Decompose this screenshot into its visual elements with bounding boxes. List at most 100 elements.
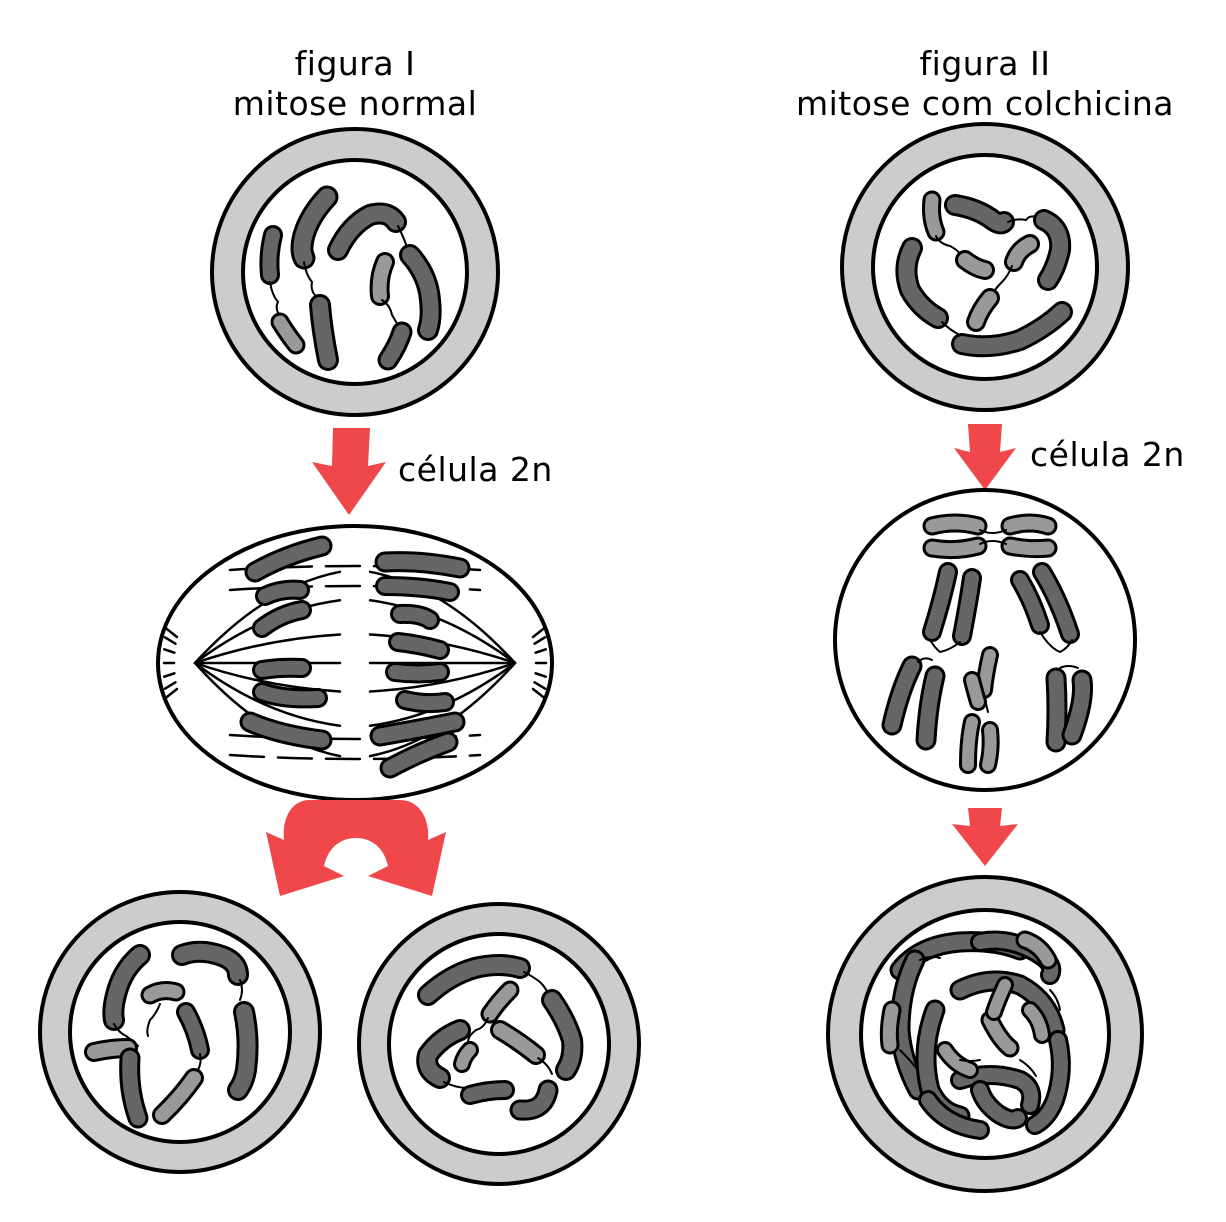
chromosome [460, 1080, 515, 1105]
aster-ray [533, 681, 547, 690]
figure-2-arrow-label: célula 2n [1030, 435, 1185, 474]
chromatin-thread [959, 1059, 981, 1062]
chromosome [152, 1068, 204, 1125]
chromosome [922, 562, 958, 642]
figure-2-subtitle: mitose com colchicina [795, 84, 1175, 123]
chromosome [327, 202, 407, 261]
figure-1-spindle-chromosomes [239, 535, 471, 779]
chromosome [979, 721, 1000, 774]
chromosome [955, 250, 995, 280]
chromosome [252, 657, 312, 680]
chromosome [140, 981, 186, 1005]
aster-ray [163, 636, 177, 645]
chromosome [390, 603, 440, 630]
chromosome [975, 646, 999, 699]
figure-2-dividing-chromosomes [881, 513, 1093, 774]
chromosome [490, 1020, 546, 1065]
spindle-fiber [368, 599, 517, 665]
chromosome [309, 294, 339, 371]
chromosome [1032, 562, 1080, 644]
chromatin-thread [1039, 631, 1073, 654]
chromatin-thread [537, 1057, 553, 1075]
aster-ray [164, 627, 179, 639]
chromosome [375, 576, 460, 602]
chromosome [1000, 536, 1058, 559]
chromosome [949, 970, 1066, 1041]
chromatin-thread [929, 639, 961, 654]
chromosome [1025, 1030, 1071, 1135]
figure-2-arrow-down-2 [952, 808, 1018, 866]
figure-1-subtitle: mitose normal [232, 84, 478, 123]
chromatin-thread [239, 979, 243, 1001]
spindle-fiber [368, 661, 517, 693]
chromosome [879, 1000, 902, 1055]
figure-1-parent-cell [210, 127, 500, 417]
chromosome [918, 1090, 990, 1140]
chromosome [102, 944, 151, 1031]
chromatin-thread [983, 693, 989, 713]
chromosome [915, 665, 946, 751]
chromosome [1004, 234, 1040, 272]
figure-1-arrow-label: célula 2n [398, 450, 553, 489]
figure-2-polyploid-chromosomes [879, 930, 1071, 1140]
chromosome [416, 1019, 471, 1089]
chromosome [453, 1041, 479, 1073]
aster-ray [534, 672, 548, 678]
chromatin-thread [467, 1017, 489, 1043]
figure-1-title: figura I [294, 44, 416, 83]
chromosome [259, 225, 283, 285]
aster-ray [531, 687, 546, 699]
chromatin-thread [303, 261, 319, 299]
chromosome [952, 568, 982, 646]
aster-ray [533, 636, 547, 645]
chromosome [985, 976, 1014, 1021]
figure-2-arrow-down-1 [954, 424, 1016, 490]
chromosome [399, 244, 442, 341]
chromosome [922, 513, 988, 536]
chromosome [255, 579, 310, 606]
chromosome [227, 1001, 259, 1101]
chromatin-thread [979, 540, 1007, 545]
chromosome [480, 980, 520, 1024]
chromosome [252, 682, 328, 709]
chromosome [509, 1079, 559, 1121]
figure-1-parent-chromosomes [259, 185, 442, 371]
figure-2-parent-chromosomes [895, 190, 1073, 358]
chromosome [980, 1010, 1020, 1058]
chromosome [369, 252, 395, 306]
aster-ray [534, 648, 548, 654]
chromosome [171, 940, 249, 986]
chromosome [369, 711, 466, 747]
chromosome [244, 535, 333, 583]
figure-1-daughter-right-chromosomes [416, 954, 584, 1121]
chromatin-thread [146, 1003, 161, 1037]
chromosome [84, 1038, 138, 1062]
chromosome [119, 1047, 149, 1129]
chromosome [1021, 1001, 1051, 1044]
chromosome [1061, 669, 1093, 746]
chromosome [966, 288, 1000, 332]
chromosome [1010, 570, 1050, 635]
figure-1-arrow-down [312, 428, 386, 515]
chromatin-thread [197, 1053, 202, 1071]
chromosome [377, 321, 413, 371]
figure-2-polyploid-cell [826, 875, 1144, 1193]
chromosome [239, 711, 333, 751]
chromosome [1045, 667, 1068, 753]
chromosome [395, 690, 455, 714]
chromosome [936, 1041, 979, 1079]
chromosome [959, 713, 981, 774]
aster-ray [163, 681, 177, 690]
chromosome [290, 185, 339, 270]
chromosome [417, 954, 531, 1006]
chromosome [379, 731, 459, 779]
chromosome [388, 632, 450, 660]
chromosome [922, 536, 988, 560]
chromatin-thread [899, 1049, 919, 1071]
figure-1-daughter-cell-right [357, 902, 641, 1186]
chromosome [970, 1080, 1028, 1130]
chromosome [385, 662, 450, 684]
chromosome [270, 312, 306, 355]
chromosome [176, 1002, 210, 1060]
